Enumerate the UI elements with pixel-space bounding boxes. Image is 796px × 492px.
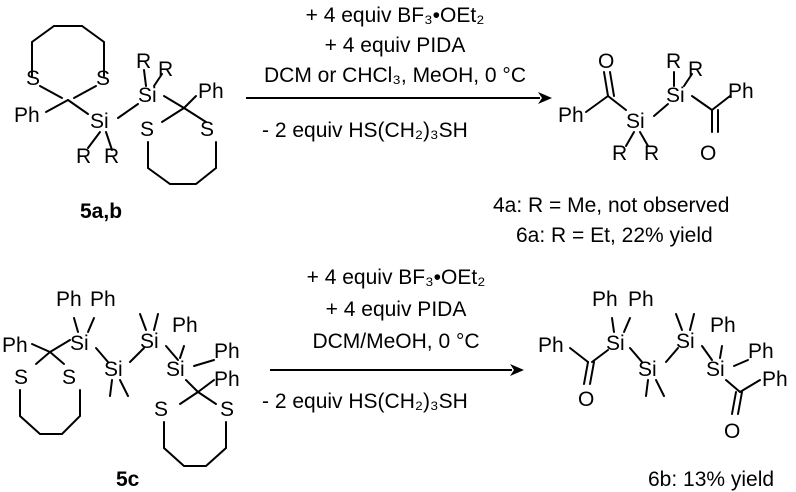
atom-silicon: Si — [138, 84, 157, 107]
atom-phenyl: Ph — [172, 314, 198, 337]
atom-silicon: Si — [166, 358, 185, 381]
atom-sulfur: S — [140, 118, 154, 141]
reagent-line: DCM/MeOH, 0 °C — [312, 330, 479, 353]
atom-sulfur: S — [154, 398, 168, 421]
atom-phenyl: Ph — [628, 288, 654, 311]
atom-r-group: R — [644, 142, 659, 165]
reagent-line: + 4 equiv PIDA — [326, 298, 467, 321]
atom-oxygen: O — [724, 420, 740, 443]
atom-sulfur: S — [26, 67, 40, 90]
atom-phenyl: Ph — [198, 80, 224, 103]
atom-silicon: Si — [638, 358, 657, 381]
atom-oxygen: O — [598, 50, 614, 73]
atom-oxygen: O — [700, 142, 716, 165]
atom-r-group: R — [136, 50, 151, 73]
reagent-line: + 4 equiv BF₃•OEt₂ — [306, 4, 485, 27]
atom-phenyl: Ph — [762, 368, 788, 391]
product-6b-structure: Ph O Si Ph Ph Si Si Si Ph Ph Ph O — [538, 288, 788, 443]
compound-label-5ab: 5a,b — [80, 200, 122, 223]
compound-label-6b: 6b: 13% yield — [648, 468, 774, 491]
reactant-5c-structure: Ph S S Si Ph Ph Si Si Si Ph Ph Ph — [2, 288, 240, 467]
atom-phenyl: Ph — [710, 314, 736, 337]
reaction-arrow — [270, 364, 524, 376]
byproduct-line: - 2 equiv HS(CH₂)₃SH — [262, 390, 468, 413]
atom-silicon: Si — [140, 330, 159, 353]
atom-sulfur: S — [96, 67, 110, 90]
atom-silicon: Si — [104, 358, 123, 381]
atom-silicon: Si — [706, 358, 725, 381]
atom-r-group: R — [158, 58, 173, 81]
atom-phenyl: Ph — [538, 334, 564, 357]
atom-phenyl: Ph — [14, 104, 40, 127]
atom-sulfur: S — [220, 398, 234, 421]
atom-r-group: R — [666, 50, 681, 73]
atom-r-group: R — [104, 145, 119, 168]
reagent-line: DCM or CHCl₃, MeOH, 0 °C — [264, 64, 526, 87]
atom-sulfur: S — [14, 366, 28, 389]
atom-silicon: Si — [666, 84, 685, 107]
atom-phenyl: Ph — [728, 80, 754, 103]
result-line-6a: 6a: R = Et, 22% yield — [516, 224, 713, 247]
atom-oxygen: O — [578, 388, 594, 411]
atom-silicon: Si — [70, 332, 89, 355]
reactant-5ab-structure: S S Ph Si R R Si R R Ph S S — [14, 25, 224, 185]
atom-phenyl: Ph — [214, 368, 240, 391]
atom-sulfur: S — [200, 118, 214, 141]
atom-silicon: Si — [606, 332, 625, 355]
atom-phenyl: Ph — [90, 288, 116, 311]
atom-sulfur: S — [62, 366, 76, 389]
product-6a-structure: Ph O Si R R Si R R Ph O — [558, 50, 754, 165]
reaction-arrow — [246, 92, 552, 104]
reagent-line: + 4 equiv BF₃•OEt₂ — [307, 266, 486, 289]
atom-r-group: R — [612, 142, 627, 165]
atom-r-group: R — [76, 145, 91, 168]
result-line-4a: 4a: R = Me, not observed — [493, 194, 729, 217]
atom-silicon: Si — [626, 110, 645, 133]
byproduct-line: - 2 equiv HS(CH₂)₃SH — [262, 119, 468, 142]
reagent-line: + 4 equiv PIDA — [325, 34, 466, 57]
atom-silicon: Si — [90, 110, 109, 133]
compound-label-5c: 5c — [116, 468, 140, 491]
atom-phenyl: Ph — [56, 288, 82, 311]
atom-phenyl: Ph — [214, 340, 240, 363]
atom-phenyl: Ph — [592, 288, 618, 311]
atom-r-group: R — [688, 58, 703, 81]
atom-phenyl: Ph — [2, 334, 28, 357]
atom-phenyl: Ph — [558, 104, 584, 127]
atom-phenyl: Ph — [748, 340, 774, 363]
atom-silicon: Si — [676, 330, 695, 353]
